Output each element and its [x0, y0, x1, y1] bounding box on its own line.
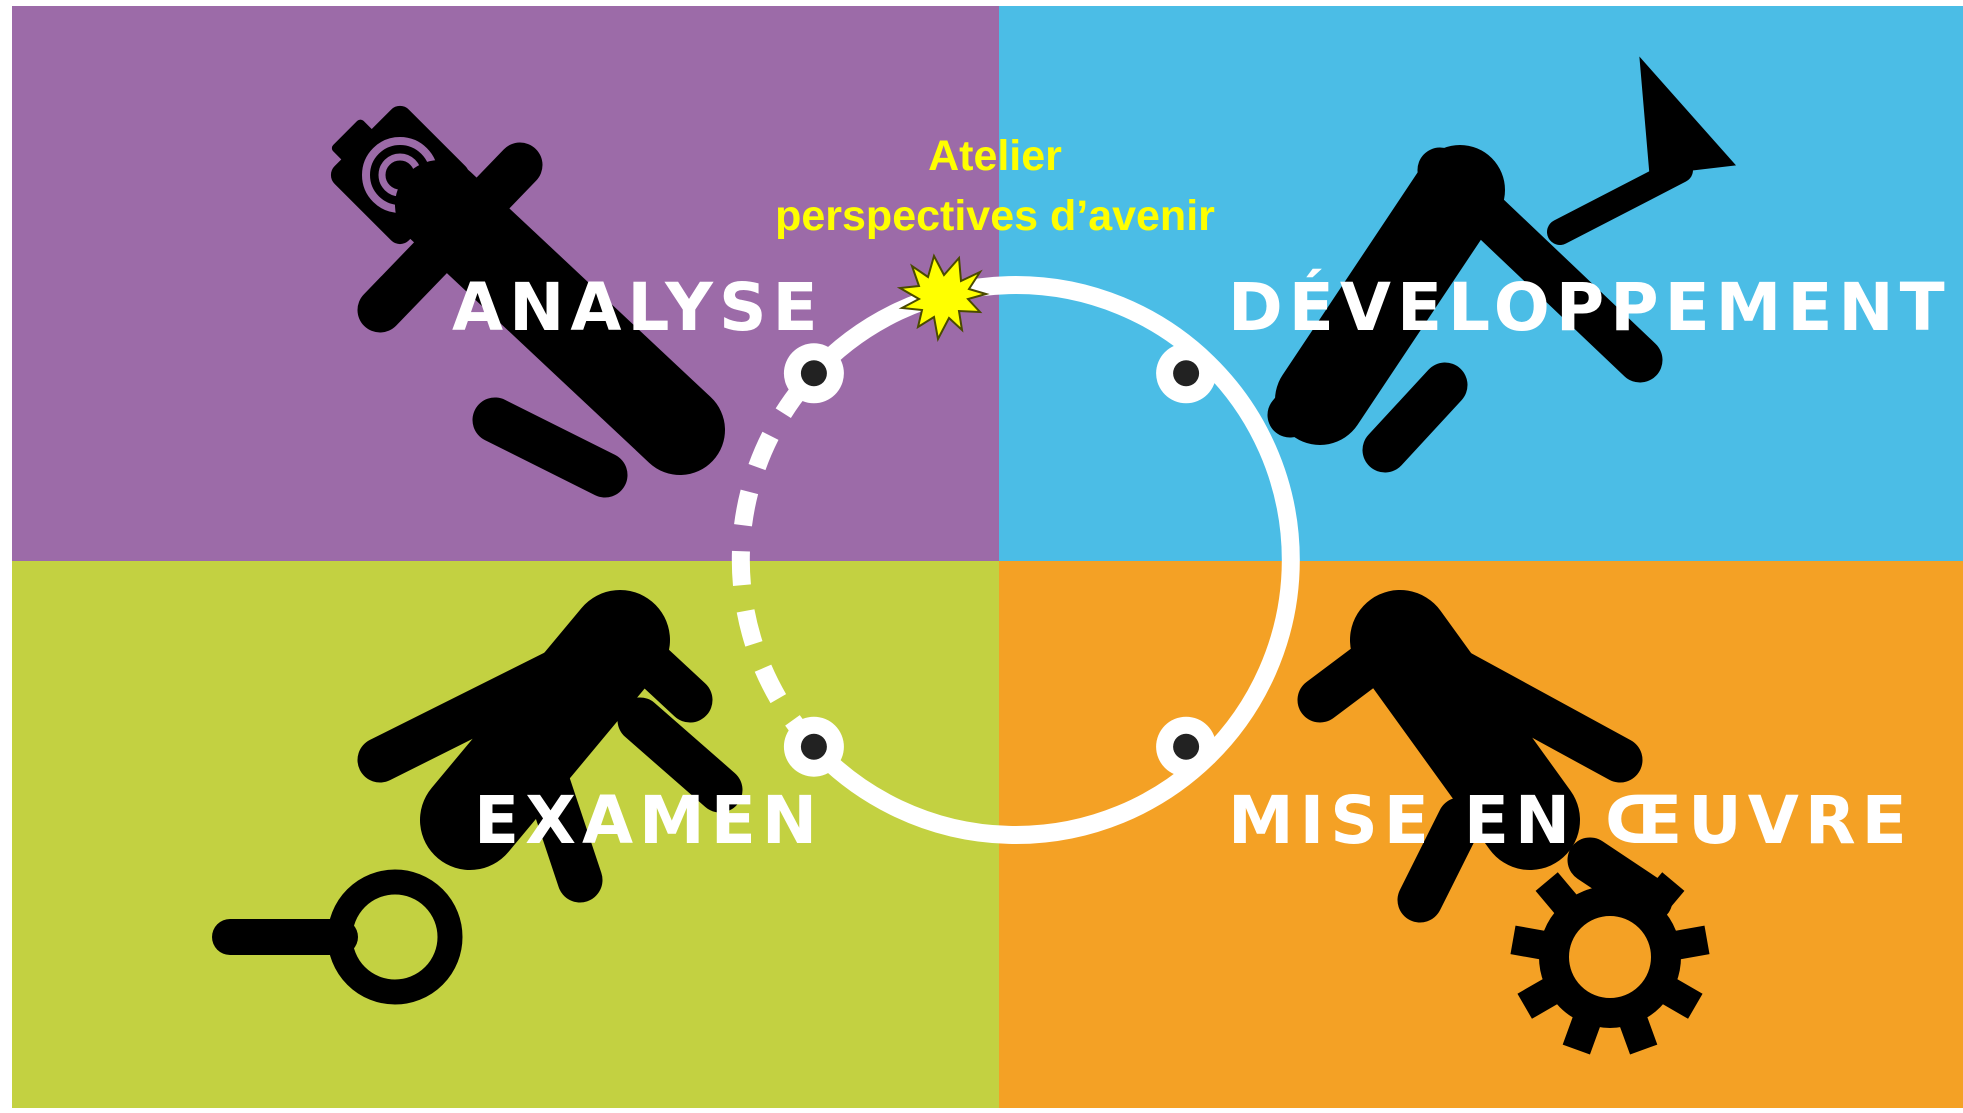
label-analyse: ANALYSE — [452, 269, 824, 346]
quadrant-developpement — [999, 6, 1963, 561]
magnifier-icon — [212, 869, 463, 1005]
funnel-icon — [1547, 56, 1737, 245]
label-mise-en-oeuvre: MISE EN ŒUVRE — [1228, 782, 1913, 859]
callout-line-2: perspectives d’avenir — [775, 192, 1215, 240]
figure-examen — [212, 590, 743, 1005]
cycle-node-analyse — [783, 343, 844, 404]
cycle-node-developpement — [1156, 343, 1217, 404]
figure-analyse — [330, 105, 725, 498]
gear-icon — [1510, 858, 1710, 1055]
cycle-node-mise-en-oeuvre — [1156, 716, 1217, 777]
cycle-solid-arc — [807, 276, 1300, 844]
figure-mise-en-oeuvre — [1297, 590, 1710, 1055]
callout-line-1: Atelier — [928, 132, 1062, 180]
starburst-icon — [896, 253, 990, 343]
cycle-dashed-arc — [731, 367, 821, 753]
cycle-node-examen — [783, 716, 844, 777]
figure-developpement — [1267, 56, 1737, 473]
cycle-ring — [731, 276, 1300, 844]
label-developpement: DÉVELOPPEMENT — [1228, 268, 1951, 346]
label-examen: EXAMEN — [474, 782, 823, 859]
